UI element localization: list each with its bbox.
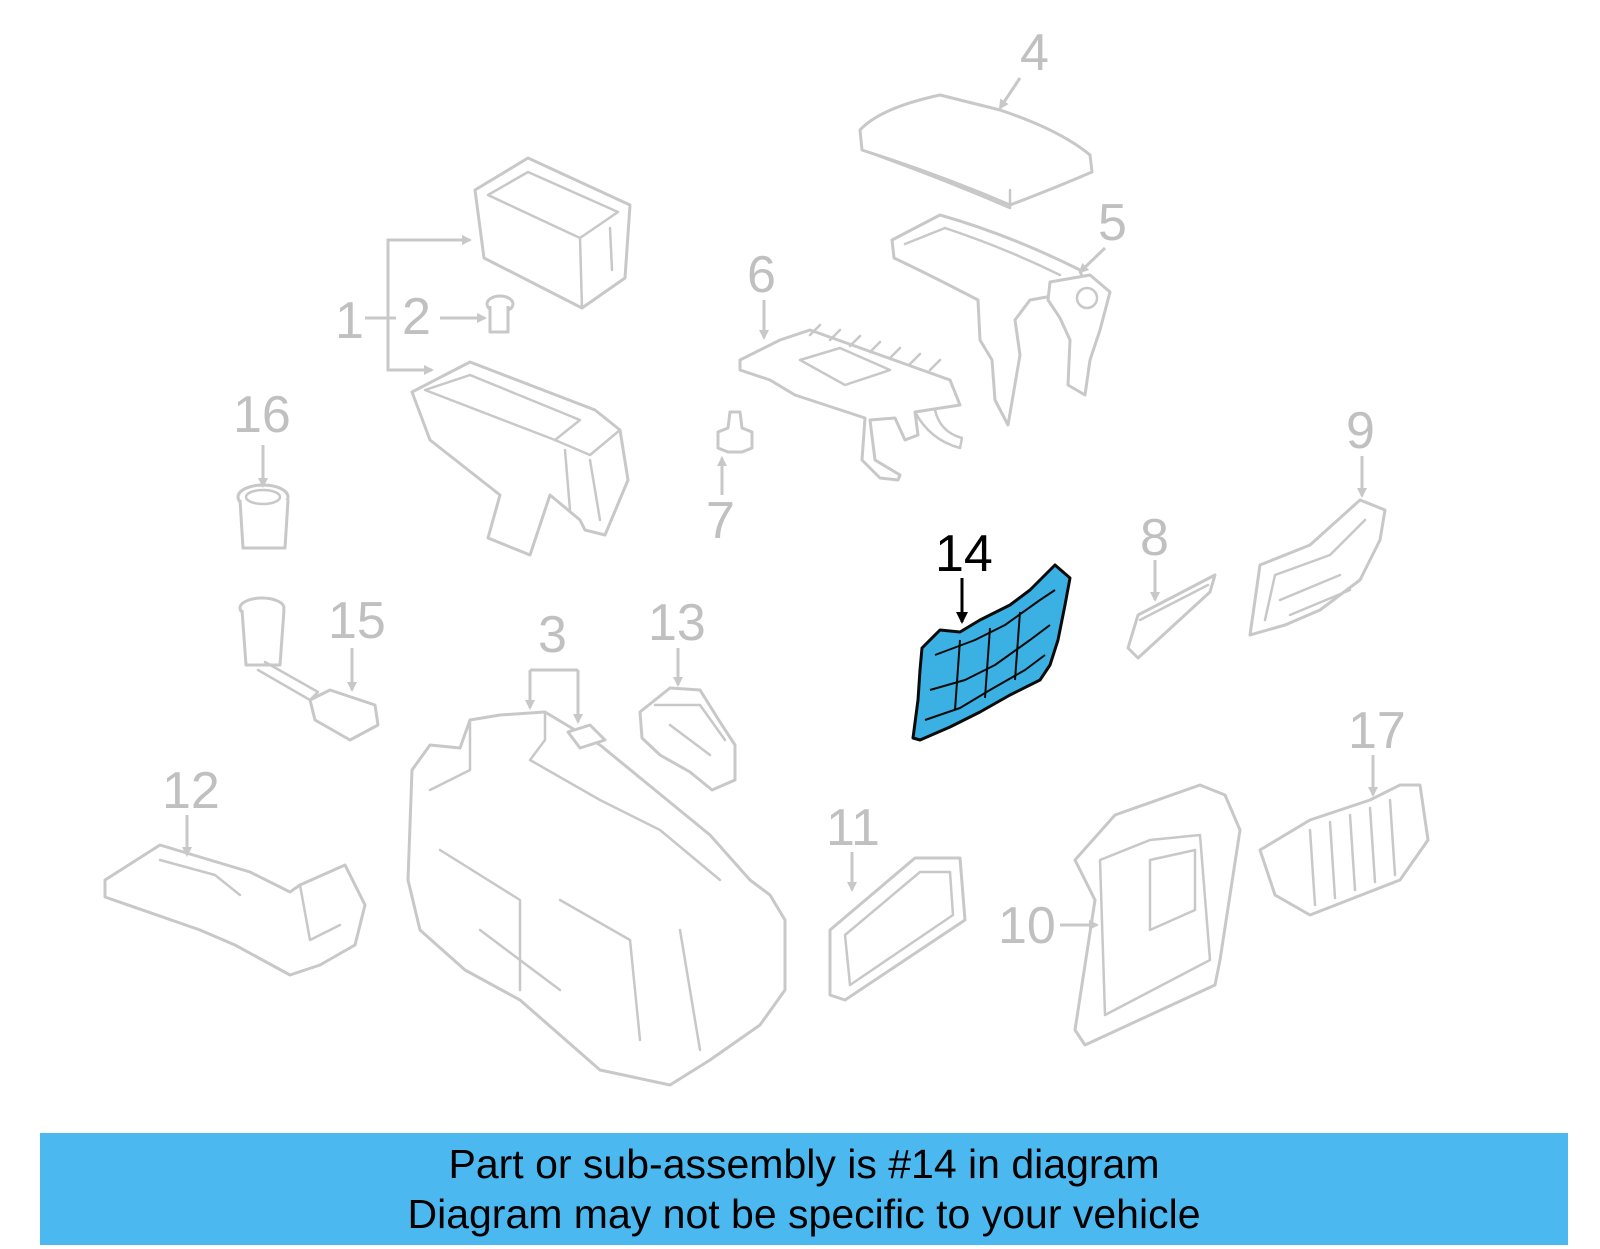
callout-14: 14 — [935, 525, 993, 583]
part-cover-strip — [1126, 573, 1217, 660]
callout-13: 13 — [648, 594, 706, 652]
part-air-duct — [103, 843, 367, 977]
callout-12: 12 — [162, 762, 220, 820]
part-14-highlighted[interactable] — [911, 563, 1072, 742]
part-console-body — [406, 710, 787, 1087]
callout-3: 3 — [538, 606, 567, 664]
part-bolt — [485, 294, 515, 334]
part-clip — [716, 410, 754, 454]
leader-lines — [182, 77, 1378, 930]
callout-16: 16 — [233, 386, 291, 444]
part-vent — [1258, 783, 1430, 917]
part-armrest-lid — [858, 93, 1094, 210]
callout-6: 6 — [747, 246, 776, 304]
callout-11: 11 — [826, 799, 880, 857]
callout-4: 4 — [1020, 24, 1049, 82]
callout-5: 5 — [1098, 194, 1127, 252]
part-cup-holder-ring — [236, 483, 290, 550]
part-switch-module — [638, 686, 737, 792]
banner-line-disclaimer: Diagram may not be specific to your vehi… — [407, 1191, 1201, 1237]
callout-7: 7 — [706, 492, 735, 550]
part-armrest-base — [890, 213, 1112, 427]
callout-9: 9 — [1346, 402, 1375, 460]
info-banner: Part or sub-assembly is #14 in diagram D… — [40, 1133, 1568, 1245]
callout-17: 17 — [1348, 702, 1406, 760]
part-cup-holder-harness — [238, 596, 380, 742]
part-storage-bin — [473, 156, 632, 310]
part-console-tray — [410, 360, 630, 557]
part-side-panel — [1248, 498, 1387, 637]
callout-2: 2 — [402, 288, 431, 346]
banner-line-part: Part or sub-assembly is #14 in diagram — [448, 1141, 1160, 1187]
part-console-panel — [738, 323, 964, 482]
callout-10: 10 — [998, 897, 1056, 955]
callout-8: 8 — [1140, 509, 1169, 567]
callout-1: 1 — [335, 292, 364, 350]
part-trim-panel — [828, 856, 967, 1002]
callout-15: 15 — [328, 592, 386, 650]
part-rear-panel — [1073, 783, 1242, 1047]
